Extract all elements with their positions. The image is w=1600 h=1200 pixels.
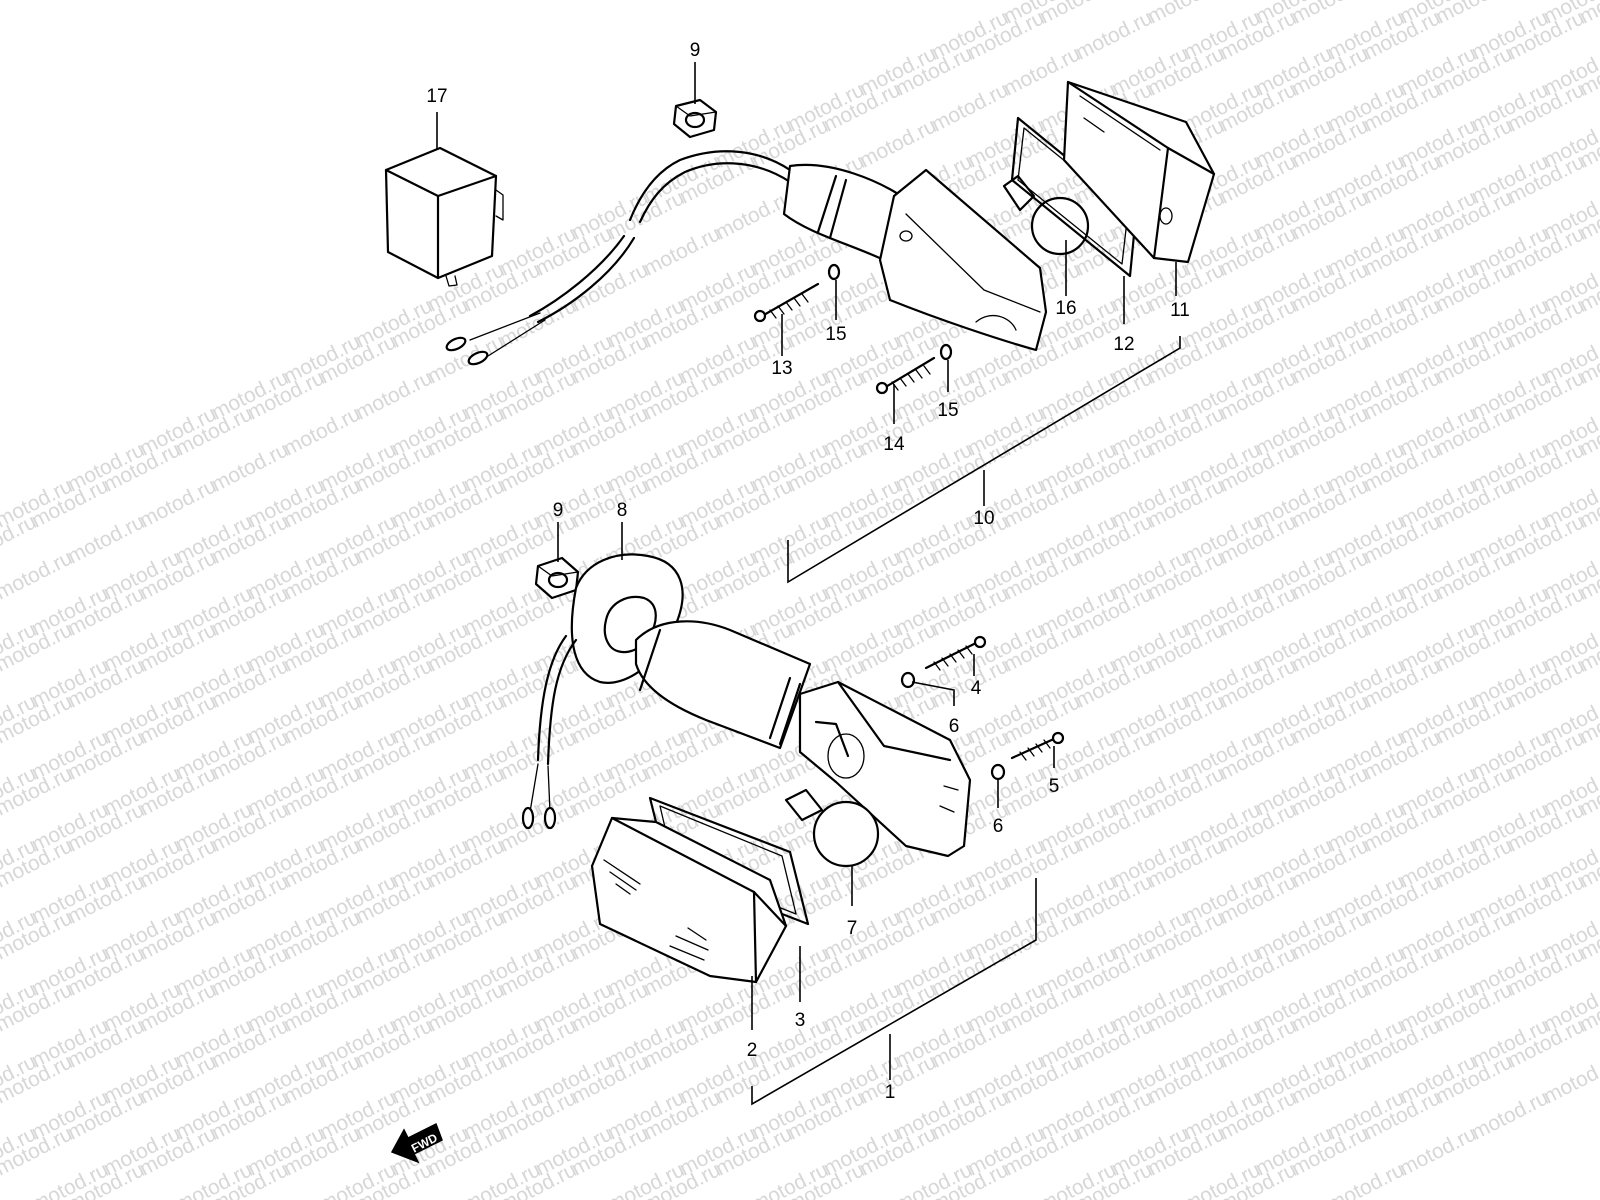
watermark-text: motod.ru — [1432, 0, 1516, 28]
watermark-text: motod.ru — [136, 474, 220, 532]
screw-5 — [1010, 731, 1065, 761]
watermark-text: motod.ru — [208, 438, 292, 496]
leader-lines — [436, 62, 1181, 1106]
watermark-text: motod.ru — [1288, 0, 1372, 28]
label-part-7: 7 — [847, 918, 858, 939]
label-part-5: 5 — [1049, 776, 1060, 797]
watermark-text: motod.ru — [352, 366, 436, 424]
label-part-9-lower: 9 — [553, 500, 564, 521]
bulb-16 — [1002, 174, 1090, 256]
watermark-text: motod.ru — [1072, 6, 1156, 64]
front-turn-signal-stem — [634, 620, 812, 750]
bulb-7 — [784, 788, 880, 868]
watermark-text: motod.ru — [1468, 1086, 1552, 1144]
label-part-1: 1 — [885, 1082, 896, 1103]
washer-6-top — [900, 671, 916, 689]
signal-lens-2 — [590, 816, 788, 984]
label-part-3: 3 — [795, 1010, 806, 1031]
watermark-text: motod.ru — [1036, 0, 1120, 28]
watermark-text: motod.ru — [712, 186, 796, 244]
watermark-text: motod.ru — [568, 258, 652, 316]
label-part-6-bottom: 6 — [993, 816, 1004, 837]
flasher-relay-17 — [384, 146, 504, 287]
watermark-text: motod.ru — [928, 78, 1012, 136]
screw-4 — [924, 635, 987, 671]
rear-turn-signal-body — [782, 163, 1048, 352]
screw-13 — [753, 282, 820, 323]
upper-wire-harness — [445, 150, 792, 366]
watermark-text: motod.ru — [640, 222, 724, 280]
label-part-6-top: 6 — [949, 716, 960, 737]
watermark-text: motod.ru — [1144, 0, 1228, 28]
washer-15-top — [827, 263, 841, 281]
label-part-8: 8 — [617, 500, 628, 521]
watermark-text: motod.ru — [64, 510, 148, 568]
watermark-text: motod.ru — [424, 330, 508, 388]
label-part-17: 17 — [426, 86, 447, 107]
watermark-text: motod.ru — [1324, 1158, 1408, 1200]
label-part-14: 14 — [883, 434, 905, 455]
washer-15-bottom — [939, 343, 953, 361]
watermark-text: motod.ru — [0, 546, 76, 604]
washer-6-bottom — [990, 763, 1006, 781]
label-part-10: 10 — [973, 508, 994, 529]
nut-9-lower — [534, 556, 580, 600]
front-turn-signal-body — [798, 680, 972, 858]
label-part-15-top: 15 — [825, 324, 846, 345]
signal-lens-11 — [1062, 80, 1216, 264]
watermark-text: motod.ru — [1396, 1122, 1480, 1180]
lower-wire-harness — [521, 634, 578, 830]
label-part-16: 16 — [1055, 298, 1076, 319]
nut-9-top — [672, 98, 718, 139]
label-part-12: 12 — [1113, 334, 1134, 355]
screw-14 — [875, 356, 936, 395]
label-part-13: 13 — [771, 358, 792, 379]
watermark-text: motod.ru — [1540, 1050, 1600, 1108]
label-part-9-top: 9 — [690, 40, 701, 61]
part-number-labels: 9 17 13 15 14 15 16 12 11 10 9 8 4 6 5 6… — [426, 40, 1189, 1103]
label-part-4: 4 — [971, 678, 982, 699]
watermark-text: motod.ru — [280, 402, 364, 460]
label-part-11: 11 — [1170, 300, 1190, 321]
label-part-2: 2 — [747, 1040, 758, 1061]
watermark-text: motod.ru — [856, 114, 940, 172]
label-part-15-bottom: 15 — [937, 400, 958, 421]
